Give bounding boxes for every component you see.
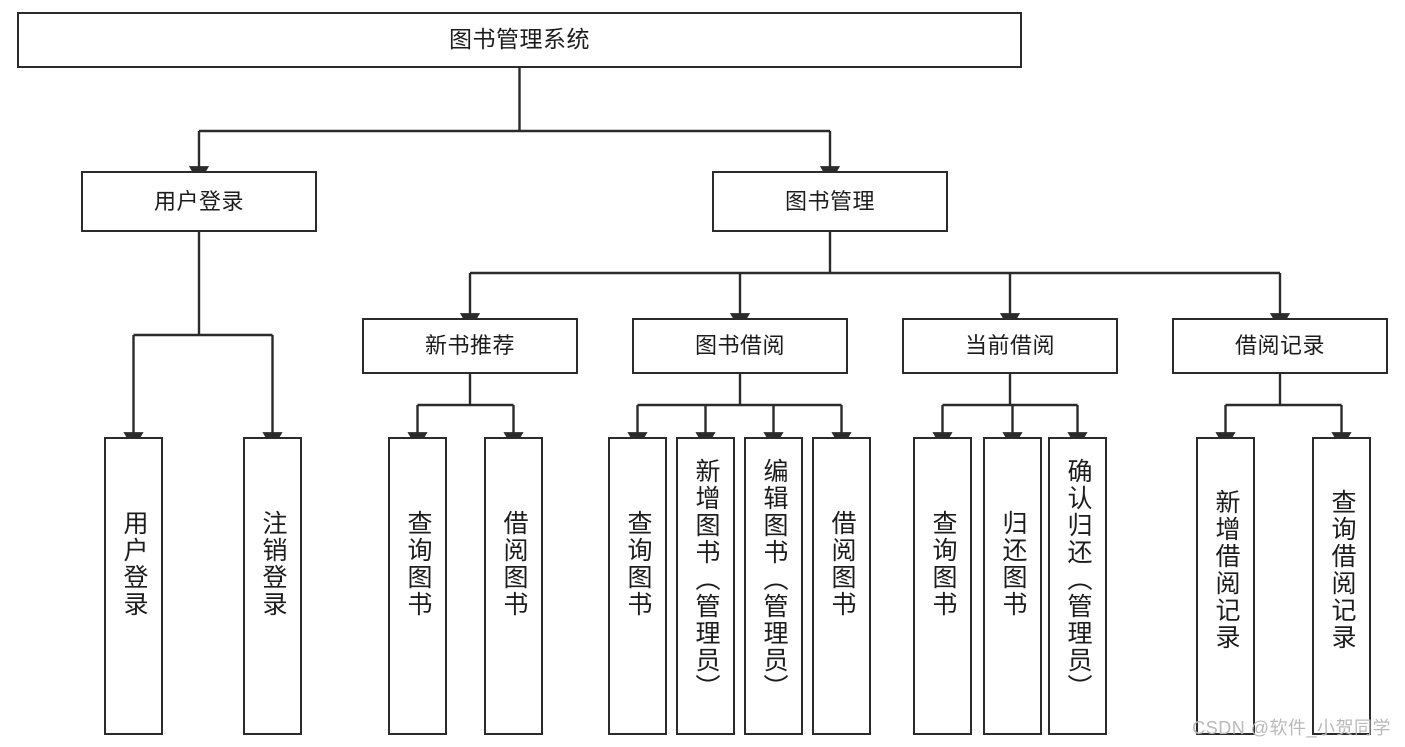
node-box-leaf-query-book-3[interactable]: 查询图书 [913, 437, 972, 735]
node-box-book-manage[interactable]: 图书管理 [712, 171, 948, 232]
node-label-leaf-return-book: 归还图书 [999, 509, 1027, 618]
node-label-leaf-edit-book: 编辑图书（管理员） [760, 458, 788, 702]
node-label-leaf-add-book: 新增图书（管理员） [692, 458, 720, 702]
node-label-leaf-user-login: 用户登录 [120, 509, 148, 618]
node-box-leaf-confirm-return[interactable]: 确认归还（管理员） [1048, 437, 1107, 735]
node-label-leaf-query-record: 查询借阅记录 [1328, 489, 1356, 652]
node-box-leaf-logout[interactable]: 注销登录 [243, 437, 302, 735]
node-label-leaf-query-book-3: 查询图书 [929, 509, 957, 618]
node-box-leaf-return-book[interactable]: 归还图书 [983, 437, 1042, 735]
node-box-root[interactable]: 图书管理系统 [17, 12, 1022, 68]
node-label-leaf-borrow-book-1: 借阅图书 [500, 509, 528, 618]
node-box-new-book-recommend[interactable]: 新书推荐 [362, 318, 578, 374]
node-label-leaf-query-book-1: 查询图书 [404, 509, 432, 618]
node-label-new-book-recommend: 新书推荐 [424, 333, 515, 359]
node-box-leaf-query-book-1[interactable]: 查询图书 [388, 437, 447, 735]
node-label-root: 图书管理系统 [449, 26, 590, 53]
node-label-leaf-query-book-2: 查询图书 [624, 509, 652, 618]
node-box-current-borrow[interactable]: 当前借阅 [902, 318, 1118, 374]
node-box-borrow-record[interactable]: 借阅记录 [1172, 318, 1388, 374]
node-label-book-manage: 图书管理 [784, 188, 875, 214]
node-box-leaf-edit-book[interactable]: 编辑图书（管理员） [744, 437, 803, 735]
node-label-leaf-borrow-book-2: 借阅图书 [828, 509, 856, 618]
node-box-leaf-borrow-book-1[interactable]: 借阅图书 [484, 437, 543, 735]
node-box-book-borrow[interactable]: 图书借阅 [632, 318, 848, 374]
node-label-leaf-confirm-return: 确认归还（管理员） [1064, 458, 1092, 702]
node-box-leaf-borrow-book-2[interactable]: 借阅图书 [812, 437, 871, 735]
node-label-book-borrow: 图书借阅 [694, 333, 785, 359]
node-label-current-borrow: 当前借阅 [964, 333, 1055, 359]
node-label-leaf-add-record: 新增借阅记录 [1212, 489, 1240, 652]
node-box-leaf-user-login[interactable]: 用户登录 [104, 437, 163, 735]
node-label-leaf-logout: 注销登录 [259, 509, 287, 618]
node-box-leaf-query-record[interactable]: 查询借阅记录 [1312, 437, 1371, 735]
node-box-leaf-add-record[interactable]: 新增借阅记录 [1196, 437, 1255, 735]
node-box-leaf-query-book-2[interactable]: 查询图书 [608, 437, 667, 735]
node-box-user-login[interactable]: 用户登录 [81, 171, 317, 232]
node-box-leaf-add-book[interactable]: 新增图书（管理员） [676, 437, 735, 735]
edge-group [123, 68, 1352, 450]
node-label-borrow-record: 借阅记录 [1234, 333, 1325, 359]
node-label-user-login: 用户登录 [153, 188, 244, 214]
